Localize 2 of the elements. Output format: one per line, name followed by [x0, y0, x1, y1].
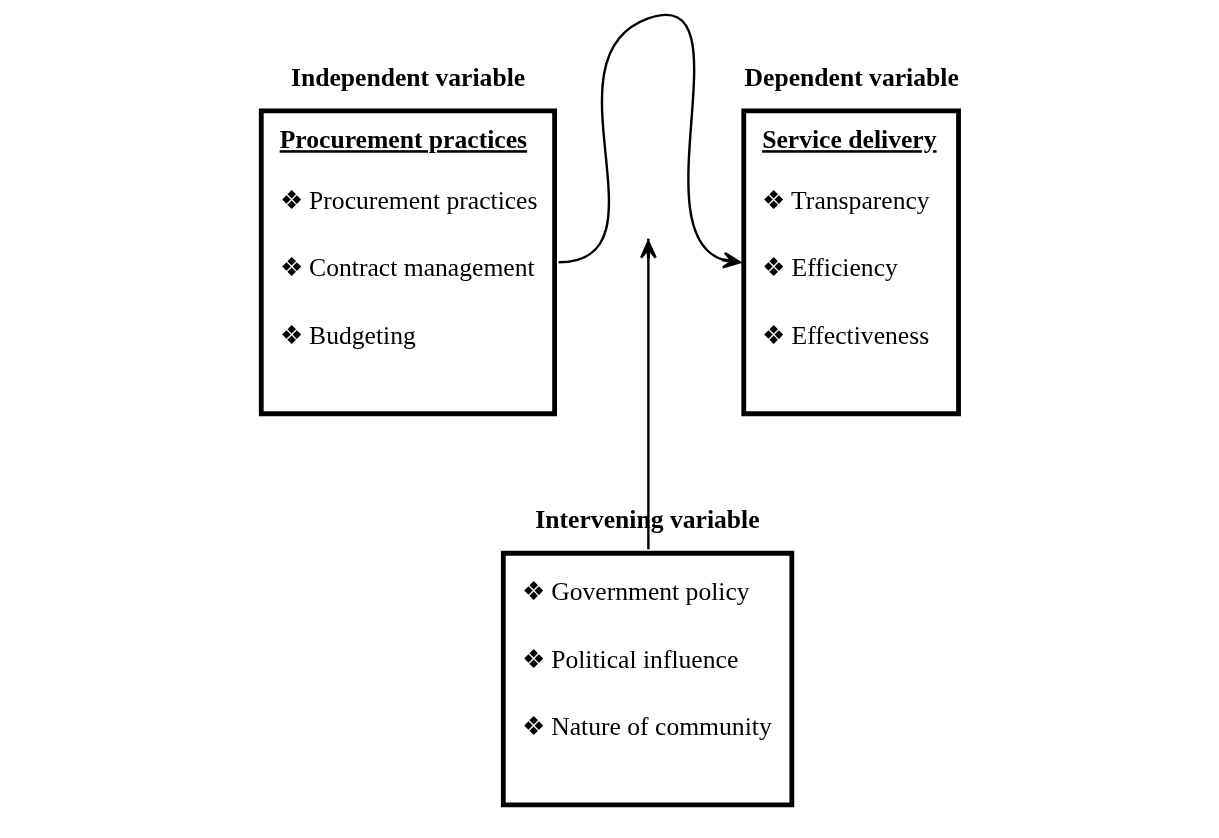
- node-label: Independent variable: [290, 62, 526, 92]
- node-label: Dependent variable: [744, 62, 959, 92]
